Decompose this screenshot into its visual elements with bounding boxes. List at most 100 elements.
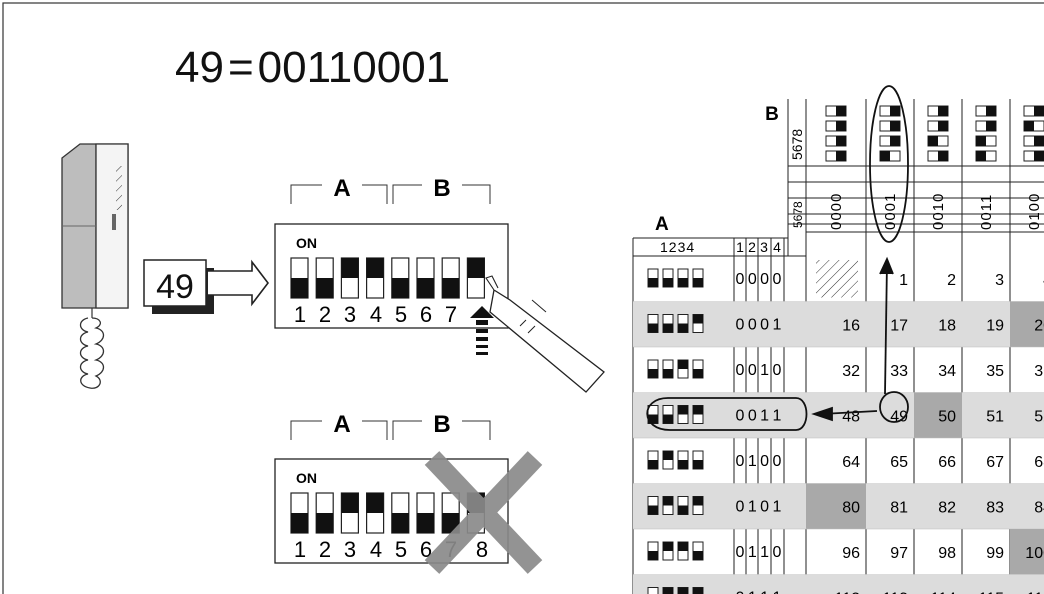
dip-switch-1-down (290, 492, 309, 534)
table-group-b-label: B (765, 104, 779, 125)
address-table: B A 5678 5678 12 (632, 85, 1044, 594)
row-bit: 1 (760, 544, 769, 561)
intercom-handset-icon (61, 143, 129, 389)
row-bit: 0 (760, 499, 769, 516)
row-bit: 0 (736, 362, 745, 379)
row-bit: 0 (772, 362, 781, 379)
row-bit: 1 (748, 499, 757, 516)
table-cell-value: 84 (1034, 500, 1044, 517)
column-bits-label: 0010 (930, 193, 947, 230)
table-cell-value: 48 (842, 409, 860, 426)
column-bits-label: 0100 (1026, 193, 1043, 230)
table-cell-value: 114 (930, 591, 956, 594)
dip-switch-6-down (416, 257, 435, 299)
row-bit: 0 (748, 408, 757, 425)
b-switch-pictogram (927, 105, 949, 162)
dip-switch-2-down (315, 492, 334, 534)
row-bit: 0 (760, 317, 769, 334)
cross-icon (424, 451, 543, 574)
table-cell-value: 50 (938, 409, 956, 426)
table-cell-value: 16 (842, 318, 860, 335)
a-switch-pictogram (647, 268, 704, 288)
row-bit: 0 (772, 453, 781, 470)
dip-switch-5-down (391, 492, 410, 534)
a-switch-pictogram (647, 405, 704, 424)
column-highlight-ellipse (869, 85, 909, 243)
switch-number: 7 (445, 302, 457, 327)
group-a-label: A (333, 411, 350, 438)
row-bit: 1 (760, 408, 769, 425)
table-cell-value: 80 (842, 500, 860, 517)
table-cell-value: 3 (995, 272, 1004, 289)
row-bit: 1 (760, 590, 769, 594)
row-bit: 0 (748, 271, 757, 288)
table-row: 011096979899100 (633, 529, 1044, 575)
arrow-up-icon (884, 261, 888, 395)
table-cell-value: 66 (938, 454, 956, 471)
dip-switch-bottom: A B ON 1 2 3 4 5 6 7 8 (274, 411, 543, 574)
column-bits-label: 0001 (882, 193, 899, 230)
a-switch-pictogram (647, 359, 704, 379)
dip-switch-3-up (340, 257, 359, 299)
column-bits-label: 0011 (978, 194, 995, 230)
table-row: 00114849505152 (633, 392, 1044, 439)
row-bit: 1 (772, 590, 781, 594)
a-bit-header: 3 (760, 239, 768, 255)
a-bit-header: 4 (773, 239, 781, 255)
a-switch-pictogram (647, 496, 704, 515)
dip-switch-8-up (466, 257, 485, 299)
b-switch-pictogram (825, 105, 847, 162)
table-cell-value: 83 (986, 500, 1004, 517)
table-cell-value: 19 (986, 318, 1004, 335)
b-switch-pictogram (1023, 105, 1044, 162)
row-bit: 0 (772, 271, 781, 288)
switch-number: 6 (420, 302, 432, 327)
row-bit: 0 (736, 317, 745, 334)
row-bit: 0 (736, 544, 745, 561)
table-cell-value: 68 (1034, 454, 1044, 471)
table-cell-value: 64 (842, 454, 860, 471)
a-switch-header: 1234 (660, 239, 695, 255)
display-box (143, 259, 207, 307)
table-cell-value: 51 (986, 409, 1004, 426)
switch-number: 3 (344, 302, 356, 327)
group-a-label: A (333, 175, 350, 202)
row-bit: 0 (760, 453, 769, 470)
column-bits-label: 0000 (828, 193, 845, 230)
equation-title: 49=00110001 (175, 43, 450, 92)
arrow-right-icon (208, 259, 270, 307)
table-cell-value: 35 (986, 363, 1004, 380)
switch-number: 4 (370, 537, 382, 562)
table-cell-value: 36 (1034, 363, 1044, 380)
b-bits-header-lower: 5678 (791, 201, 805, 228)
b-bits-header: 5678 (789, 129, 805, 160)
row-bit: 0 (736, 453, 745, 470)
table-row: 01018081828384 (633, 483, 1044, 530)
table-cell-value: 65 (890, 454, 908, 471)
table-cell-value: 112 (834, 591, 860, 594)
value-circle (879, 391, 909, 423)
table-cell-value: 18 (938, 318, 956, 335)
table-cell-value: 96 (842, 545, 860, 562)
dip-switch-1-down (290, 257, 309, 299)
table-row: 00001234 (633, 260, 1044, 302)
b-switch-pictogram (879, 105, 901, 162)
a-switch-pictogram (647, 587, 704, 594)
annotation-marks (646, 85, 909, 431)
row-bit: 1 (760, 362, 769, 379)
table-row: 01006465666768 (633, 450, 1044, 484)
switch-number: 5 (395, 537, 407, 562)
dip-switch-6-down (416, 492, 435, 534)
row-bit: 0 (736, 499, 745, 516)
hatched-unused-cell (816, 260, 858, 298)
row-bit: 1 (772, 408, 781, 425)
row-bit: 1 (772, 317, 781, 334)
dip-switch-2-down (315, 257, 334, 299)
a-bit-header: 2 (748, 239, 756, 255)
table-cell-value: 97 (890, 545, 908, 562)
row-bit: 1 (748, 544, 757, 561)
table-cell-value: 33 (890, 363, 908, 380)
switch-number: 4 (370, 302, 382, 327)
